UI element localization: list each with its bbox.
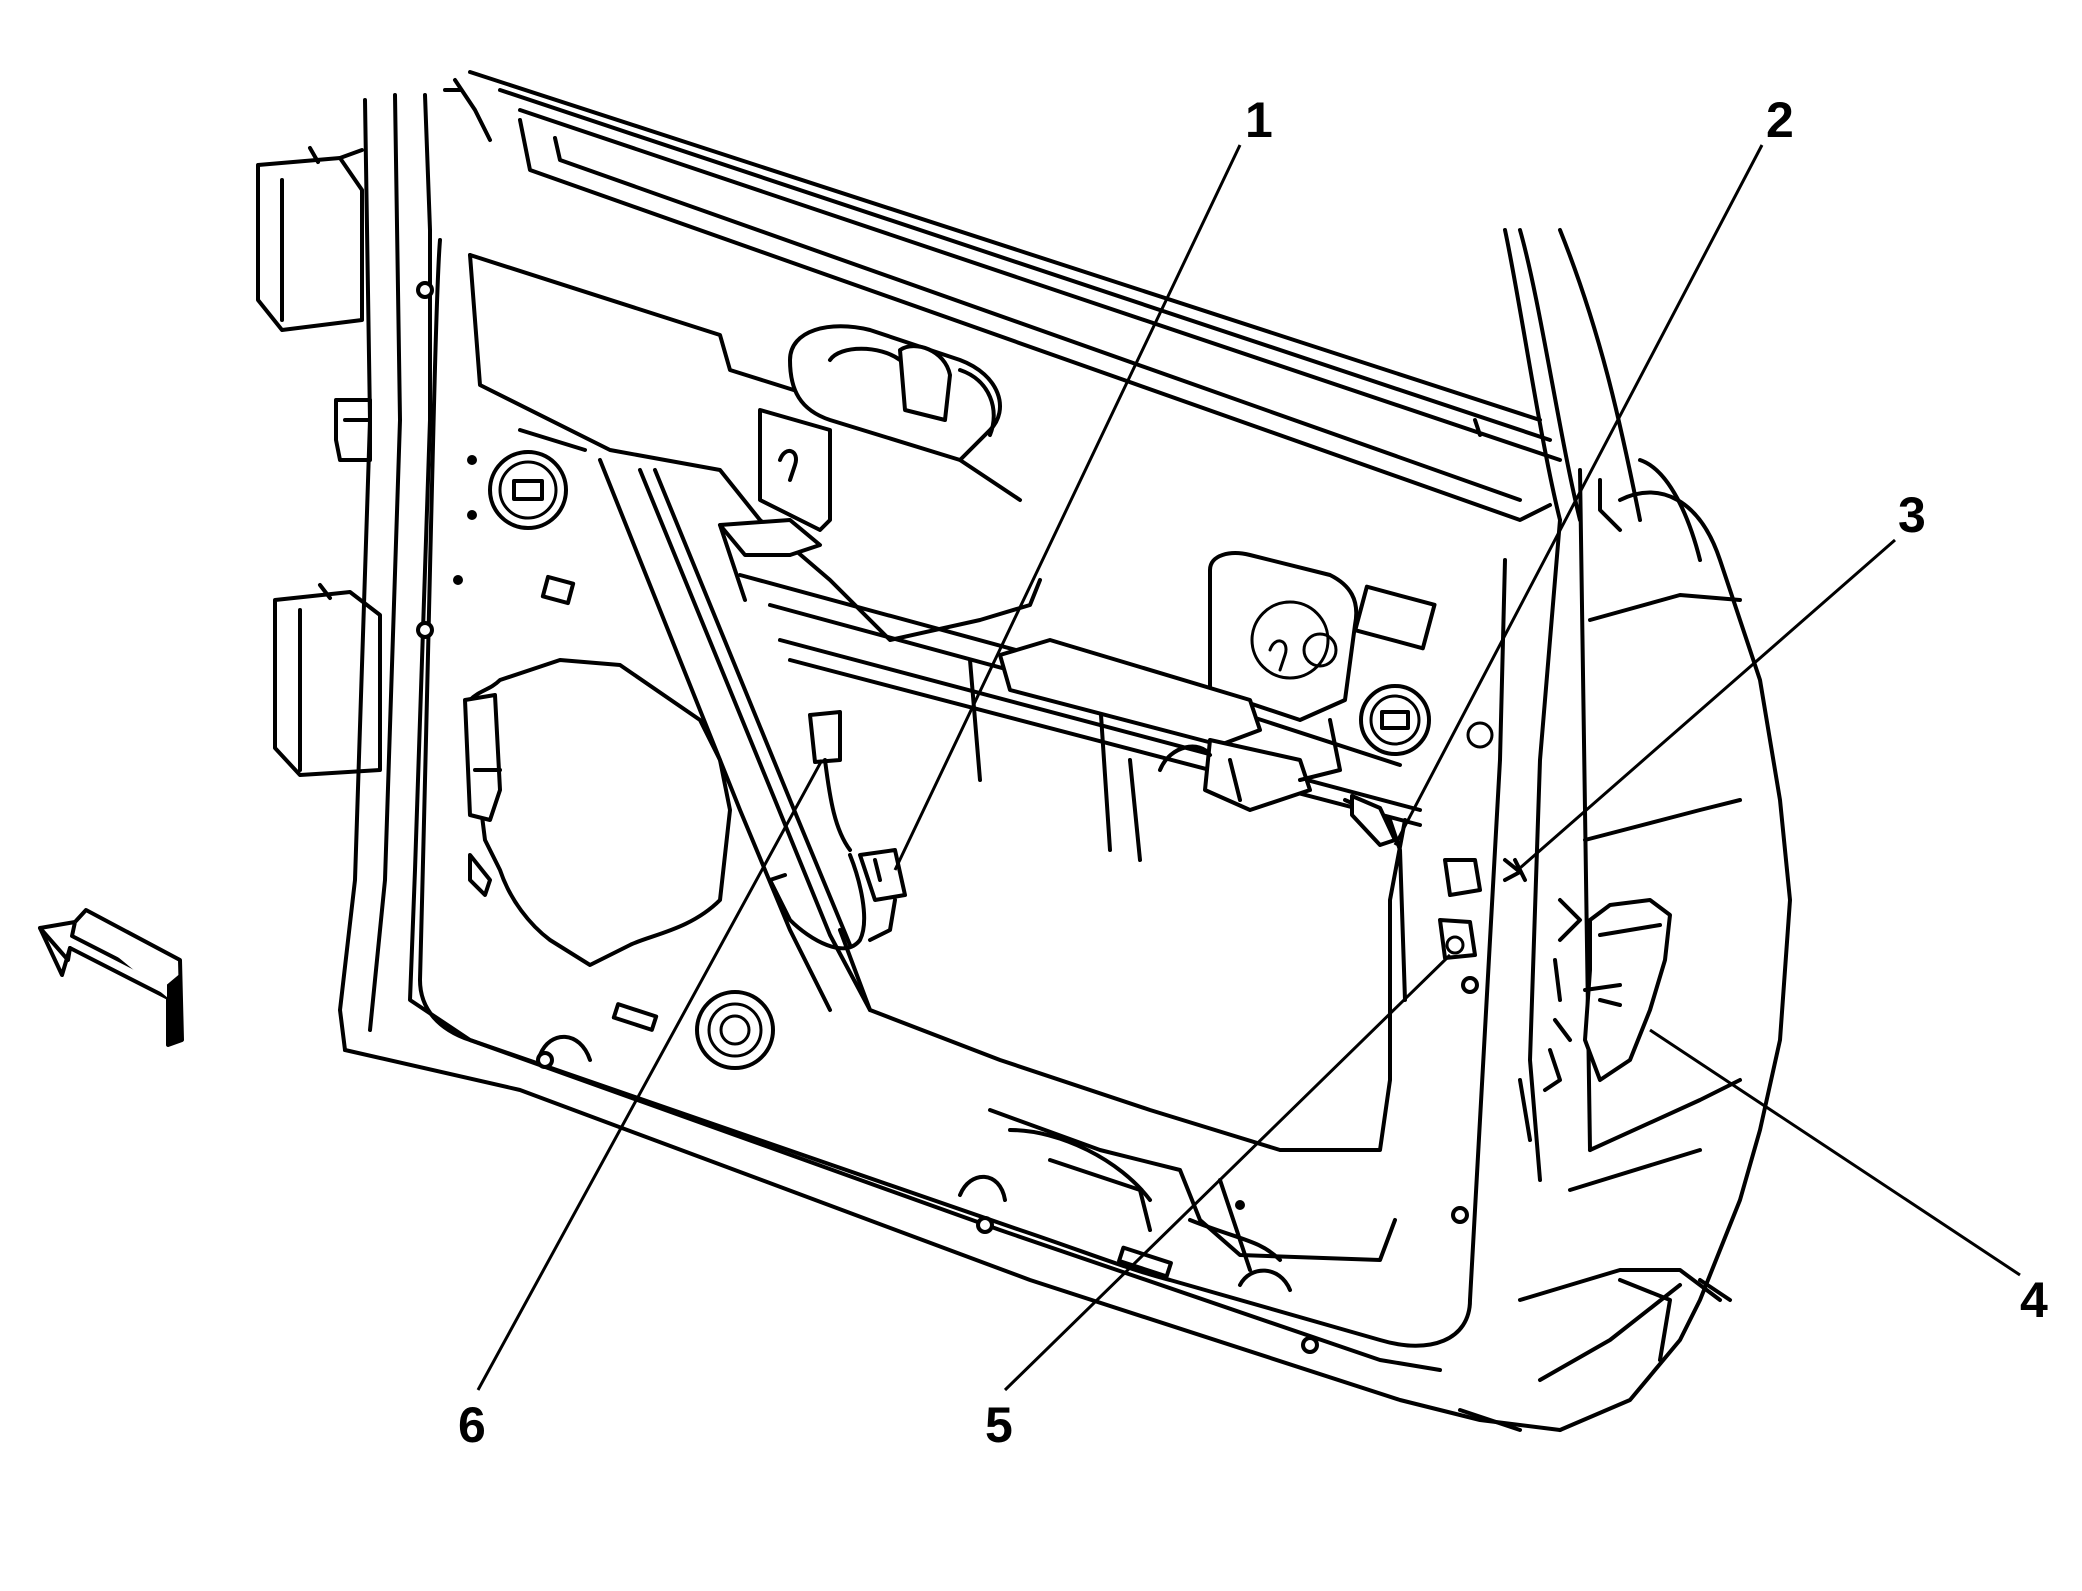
- regulator-rail: [738, 573, 1422, 862]
- leader-2: [1393, 144, 1764, 846]
- inner-panel-flange: [416, 238, 1507, 1354]
- grommet-lower-left: [695, 990, 775, 1070]
- wiring-harness: [768, 710, 907, 951]
- callout-3: 3: [1898, 487, 1926, 543]
- lock-bracket: [1208, 551, 1437, 722]
- callout-6: 6: [458, 1397, 486, 1453]
- callout-1: 1: [1245, 92, 1273, 148]
- lower-pocket: [838, 818, 1407, 1272]
- callout-2: 2: [1766, 92, 1794, 148]
- leader-3: [1519, 538, 1896, 870]
- speaker-opening: [463, 658, 732, 967]
- leader-lines: [476, 144, 2021, 1392]
- small-holes: [453, 455, 1494, 1279]
- window-channel: [598, 458, 872, 1012]
- leader-4: [1649, 1028, 2021, 1277]
- upper-hinge: [256, 146, 364, 332]
- lower-hinge: [273, 583, 382, 777]
- grommet-center-right: [1359, 684, 1431, 756]
- leader-5: [1003, 953, 1452, 1392]
- leader-1: [893, 144, 1242, 871]
- grommet-upper-left: [488, 450, 568, 530]
- door-outer-shell: [338, 70, 1562, 1432]
- door-edge-right: [1458, 228, 1792, 1432]
- callout-5: 5: [985, 1397, 1013, 1453]
- door-latch: [1543, 898, 1672, 1092]
- inside-door-handle: [758, 324, 1022, 532]
- right-harness: [1343, 794, 1527, 1002]
- callout-4: 4: [2020, 1272, 2048, 1328]
- forward-arrow-icon: [38, 908, 184, 1047]
- hinge-clip: [334, 398, 372, 462]
- leader-6: [476, 759, 824, 1391]
